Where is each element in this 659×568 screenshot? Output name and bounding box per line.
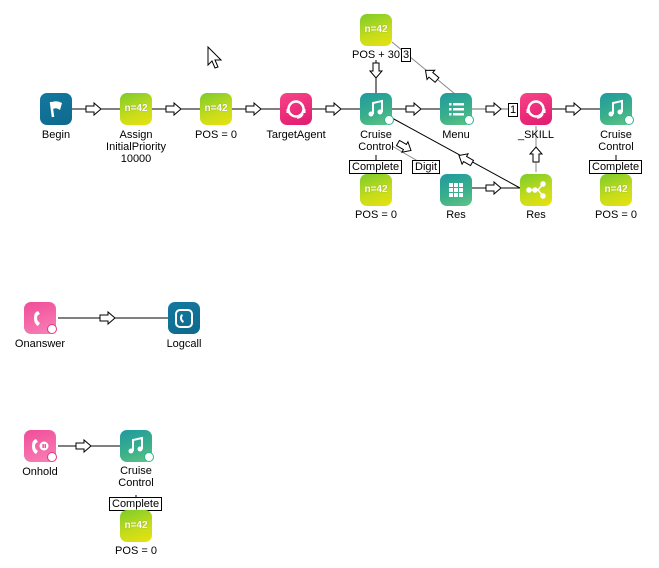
assign-node[interactable]: n=42 — [120, 93, 152, 125]
assign-label: Assign InitialPriority 10000 — [96, 129, 176, 165]
list-icon — [449, 103, 464, 116]
flag-icon — [49, 101, 62, 118]
phone-log-icon — [175, 309, 193, 328]
cruise-control-node[interactable] — [120, 430, 154, 462]
play-badge-icon — [624, 115, 634, 125]
menu-option-1-label: 1 — [508, 103, 519, 117]
res-label: Res — [446, 209, 466, 221]
event-badge-icon — [47, 452, 57, 462]
onanswer-label: Onanswer — [14, 338, 66, 350]
logcall-node[interactable] — [168, 302, 200, 334]
complete-label: Complete — [589, 160, 643, 174]
pos-zero-label: POS = 0 — [195, 129, 237, 141]
keypad-grid-icon — [449, 183, 463, 197]
pos-plus-30-label: POS + 30 — [351, 49, 400, 61]
digit-label: Digit — [412, 160, 441, 174]
res-branch-node[interactable] — [520, 174, 552, 206]
cruise-control-label: Cruise Control — [586, 129, 646, 153]
skill-label: _SKILL — [517, 129, 555, 141]
headset-icon — [526, 100, 546, 119]
begin-label: Begin — [41, 129, 71, 141]
node-badge-text: n=42 — [364, 24, 388, 35]
menu-label: Menu — [442, 129, 470, 141]
play-badge-icon — [144, 452, 154, 462]
skill-node[interactable] — [520, 93, 552, 125]
music-note-icon — [128, 436, 143, 454]
event-badge-icon — [47, 324, 57, 334]
pos-zero-node[interactable]: n=42 — [600, 174, 632, 206]
music-note-icon — [608, 99, 623, 117]
headset-icon — [286, 100, 306, 119]
phone-hold-icon — [32, 439, 49, 454]
pos-zero-node[interactable]: n=42 — [360, 174, 392, 206]
menu-node[interactable] — [440, 93, 474, 125]
node-badge-text: n=42 — [124, 103, 148, 114]
begin-node[interactable] — [40, 93, 72, 125]
menu-option-3-label: 3 — [401, 48, 412, 62]
onhold-node[interactable] — [24, 430, 57, 462]
play-badge-icon — [464, 115, 474, 125]
complete-label: Complete — [109, 497, 163, 511]
node-badge-text: n=42 — [364, 184, 388, 195]
branch-icon — [526, 181, 546, 199]
label-line: Cruise — [120, 465, 152, 477]
cruise-control-node[interactable] — [360, 93, 394, 125]
node-badge-text: n=42 — [204, 103, 228, 114]
node-badge-text: n=42 — [124, 520, 148, 531]
label-line: InitialPriority — [106, 141, 166, 153]
mouse-cursor-icon — [207, 46, 223, 69]
logcall-label: Logcall — [166, 338, 202, 350]
node-badge-text: n=42 — [604, 184, 628, 195]
play-badge-icon — [384, 115, 394, 125]
res-label: Res — [526, 209, 546, 221]
label-line: Control — [118, 477, 154, 489]
pos-plus-30-node[interactable]: n=42 — [360, 14, 392, 46]
target-agent-node[interactable] — [280, 93, 312, 125]
pos-zero-label: POS = 0 — [595, 209, 637, 221]
complete-label: Complete — [349, 160, 403, 174]
pos-zero-node[interactable]: n=42 — [120, 510, 152, 542]
label-line: Control — [358, 141, 394, 153]
label-line: Cruise — [360, 129, 392, 141]
pos-zero-node[interactable]: n=42 — [200, 93, 232, 125]
label-line: 10000 — [120, 153, 152, 165]
label-line: Control — [598, 141, 634, 153]
phone-icon — [34, 311, 40, 326]
cruise-control-label: Cruise Control — [106, 465, 166, 489]
cruise-control-label: Cruise Control — [346, 129, 406, 153]
onanswer-node[interactable] — [24, 302, 57, 334]
target-agent-label: TargetAgent — [266, 129, 326, 141]
pos-zero-label: POS = 0 — [355, 209, 397, 221]
music-note-icon — [368, 99, 383, 117]
label-line: Assign — [119, 129, 153, 141]
onhold-label: Onhold — [22, 466, 58, 478]
res-keypad-node[interactable] — [440, 174, 472, 206]
pos-zero-label: POS = 0 — [115, 545, 157, 557]
cruise-control-node[interactable] — [600, 93, 634, 125]
label-line: Cruise — [600, 129, 632, 141]
